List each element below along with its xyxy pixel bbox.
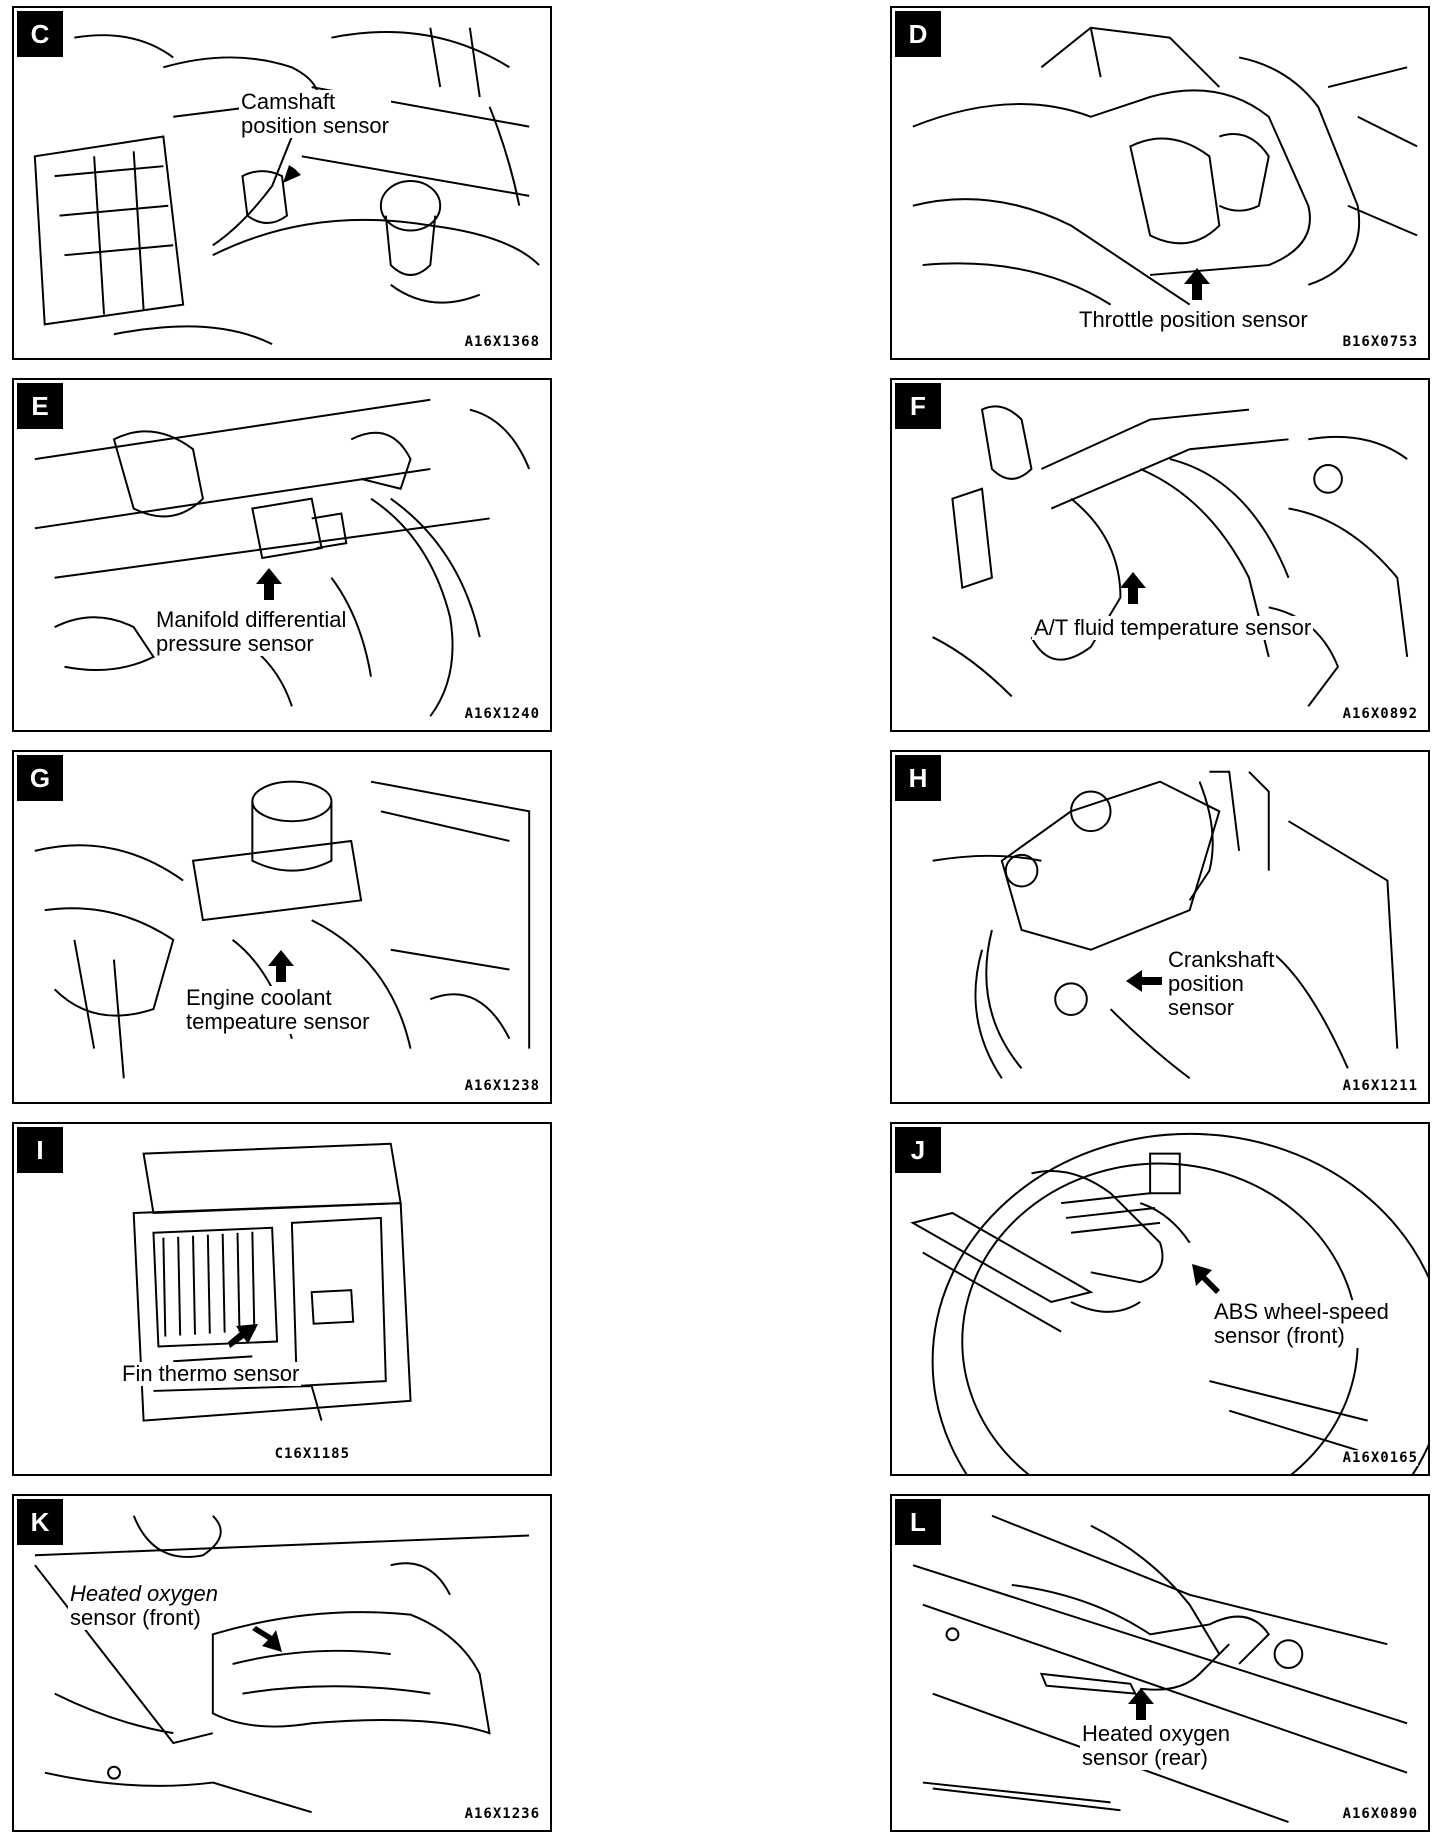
label-line: Heated oxygen (70, 1581, 218, 1606)
sensor-label: Fin thermo sensor (120, 1361, 302, 1386)
sensor-label: Crankshaft position sensor (1166, 947, 1277, 1020)
panel-letter: G (17, 755, 63, 801)
pointer-arrow-icon (1192, 1264, 1220, 1294)
pointer-arrow-icon (252, 1626, 282, 1652)
label-line: sensor (1168, 995, 1235, 1020)
sensor-label: A/T fluid temperature sensor (1032, 615, 1314, 640)
label-line: Fin thermo sensor (122, 1361, 300, 1386)
diagram-panel-f: F A/T fluid temperature sensor A16X0892 (890, 378, 1430, 732)
evaporator-sketch-i (132, 1142, 412, 1422)
diagram-panel-h: H Crankshaft position sensor A16X1211 (890, 750, 1430, 1104)
underbody-sketch-l (912, 1514, 1408, 1824)
label-line: Throttle position sensor (1079, 307, 1308, 332)
panel-letter: D (895, 11, 941, 57)
figure-code: A16X0892 (1342, 706, 1418, 722)
label-line: ABS wheel-speed (1214, 1299, 1389, 1324)
panel-letter: C (17, 11, 63, 57)
pointer-arrow-icon (283, 155, 309, 183)
label-line: Heated oxygen (1082, 1721, 1230, 1746)
engine-sketch-e (34, 398, 531, 717)
sensor-label: Heated oxygen sensor (front) (68, 1582, 220, 1630)
label-line: position sensor (241, 113, 389, 138)
panel-letter: K (17, 1499, 63, 1545)
panel-letter: H (895, 755, 941, 801)
figure-code: B16X0753 (1342, 334, 1418, 350)
pointer-arrow-icon (1184, 268, 1210, 300)
sensor-label: Heated oxygen sensor (rear) (1080, 1722, 1232, 1770)
diagram-panel-l: L Heated oxygen sensor (rear) A16X0890 (890, 1494, 1430, 1832)
figure-code: A16X0890 (1342, 1806, 1418, 1822)
label-line: tempeature sensor (186, 1009, 370, 1034)
exhaust-sketch-k (34, 1515, 530, 1814)
diagram-panel-g: G Engine coolant tempeature sensor A16X1… (12, 750, 552, 1104)
sensor-label: ABS wheel-speed sensor (front) (1212, 1300, 1391, 1348)
diagram-panel-k: K Heated oxygen sensor (front) A16X1236 (12, 1494, 552, 1832)
sensor-label: Manifold differential pressure sensor (154, 607, 349, 656)
panel-letter: J (895, 1127, 941, 1173)
figure-code: A16X1211 (1342, 1078, 1418, 1094)
sensor-label: Camshaft position sensor (239, 90, 391, 138)
label-line: Camshaft (241, 89, 336, 114)
diagram-panel-i: I Fin thermo sensor C16X1185 (12, 1122, 552, 1476)
panel-letter: E (17, 383, 63, 429)
label-line: pressure sensor (156, 631, 314, 656)
label-line: Engine coolant (186, 985, 332, 1010)
label-line: A/T fluid temperature sensor (1034, 615, 1312, 640)
figure-code: A16X1368 (464, 334, 540, 350)
diagram-panel-c: C Camshaft position sensor A16X1368 (12, 6, 552, 360)
wheel-sketch-j (910, 1132, 1428, 1474)
figure-code: C16X1185 (274, 1446, 350, 1462)
diagram-panel-e: E Manifold differential pressure sensor … (12, 378, 552, 732)
panel-letter: I (17, 1127, 63, 1173)
sensor-label: Engine coolant tempeature sensor (184, 985, 372, 1034)
label-line: Crankshaft (1168, 947, 1275, 972)
panel-letter: L (895, 1499, 941, 1545)
pointer-arrow-icon (1126, 970, 1162, 992)
pointer-arrow-icon (228, 1324, 258, 1348)
figure-code: A16X1240 (464, 706, 540, 722)
pointer-arrow-icon (256, 568, 282, 600)
label-line: sensor (front) (1214, 1323, 1345, 1348)
engine-sketch-d (912, 26, 1418, 306)
label-line: sensor (rear) (1082, 1745, 1208, 1770)
label-line: position (1168, 971, 1244, 996)
pointer-arrow-icon (268, 950, 294, 982)
figure-code: A16X0165 (1342, 1450, 1418, 1466)
engine-sketch-h (932, 770, 1399, 1080)
label-line: Manifold differential (156, 607, 347, 632)
engine-sketch-g (34, 780, 531, 1079)
sensor-label: Throttle position sensor (1077, 308, 1310, 332)
label-line: sensor (front) (70, 1605, 201, 1630)
engine-sketch-c (33, 27, 540, 346)
pointer-arrow-icon (1120, 572, 1146, 604)
figure-code: A16X1238 (464, 1078, 540, 1094)
diagram-panel-d: D Throttle position sensor B16X0753 (890, 6, 1430, 360)
panel-letter: F (895, 383, 941, 429)
figure-code: A16X1236 (464, 1806, 540, 1822)
engine-sketch-f (932, 405, 1409, 707)
diagram-panel-j: J ABS wheel-speed sensor (front) A16X016… (890, 1122, 1430, 1476)
pointer-arrow-icon (1128, 1688, 1154, 1720)
